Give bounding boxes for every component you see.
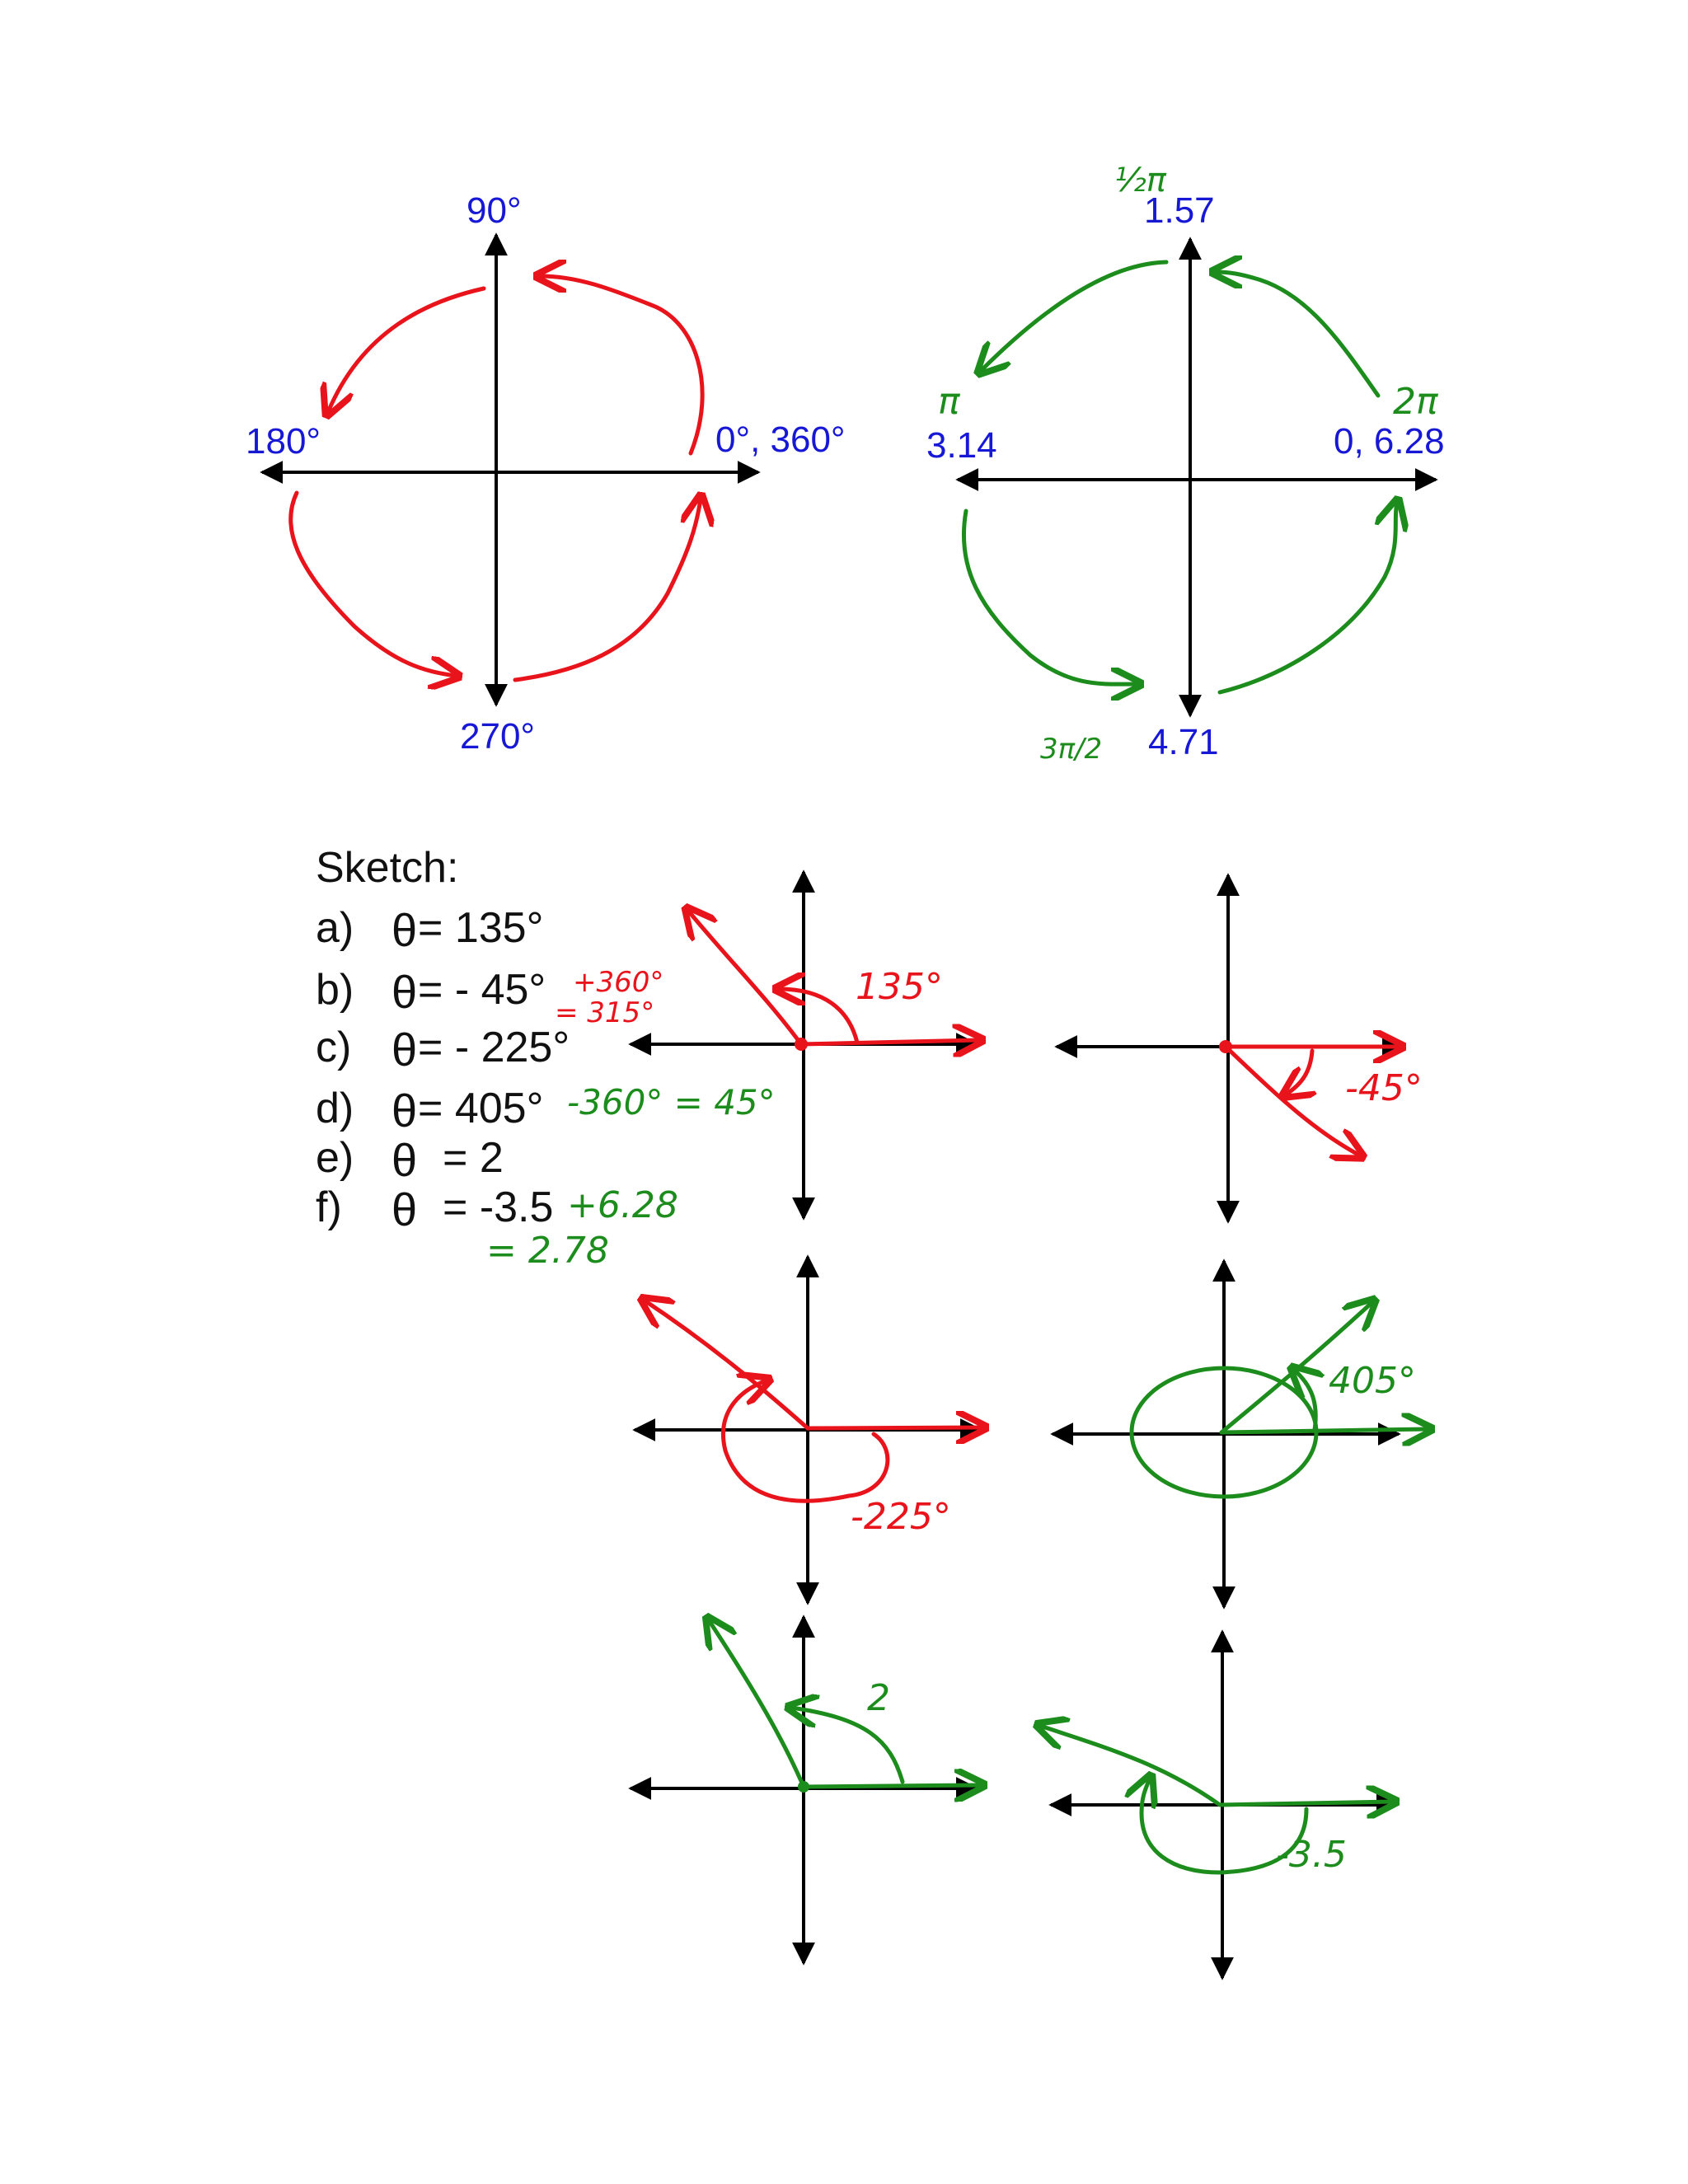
- vertex-dot: [798, 1781, 809, 1793]
- label-4-71: 4.71: [1148, 722, 1219, 762]
- angle-label: -45°: [1345, 1067, 1423, 1109]
- radians-diagram: ½π 1.57 π 3.14 2π 0, 6.28 3π/2 4.71: [926, 162, 1445, 766]
- rotation-arc: [720, 1380, 890, 1503]
- label-0-6-28: 0, 6.28: [1334, 421, 1445, 462]
- handwritten-note-result: = 2.78: [486, 1230, 609, 1272]
- arc-q1-arrow: [1216, 272, 1381, 398]
- handwritten-note: -360° = 45°: [567, 1082, 776, 1122]
- angle-label: 405°: [1329, 1360, 1416, 1402]
- handwritten-note: +6.28: [567, 1184, 678, 1226]
- item-letter: c): [316, 1024, 351, 1071]
- degrees-diagram: 90° 180° 0°, 360° 270°: [246, 190, 846, 757]
- initial-side-arrow: [1219, 1429, 1428, 1432]
- sketch-b: -45°: [1054, 873, 1423, 1224]
- initial-side-arrow: [801, 1785, 981, 1787]
- item-expression: = - 45°: [418, 966, 546, 1014]
- item-letter: b): [316, 966, 354, 1014]
- theta-symbol: θ: [392, 1134, 417, 1186]
- item-expression: = 2: [443, 1134, 504, 1182]
- rotation-arc: [1142, 1779, 1309, 1875]
- arc-q2-arrow: [981, 260, 1169, 371]
- theta-symbol: θ: [392, 904, 417, 956]
- label-3pi-over-2: 3π/2: [1040, 733, 1102, 766]
- handwritten-note-result: = 315°: [555, 996, 654, 1029]
- initial-side-arrow: [799, 1040, 979, 1044]
- terminal-side-arrow: [709, 1620, 806, 1789]
- arc-q4-arrow: [513, 499, 701, 682]
- arc-q4-arrow: [1217, 503, 1397, 695]
- sketch-f: -3.5: [1040, 1629, 1397, 1980]
- vertex-dot: [795, 1038, 808, 1051]
- item-expression: = 405°: [418, 1085, 543, 1132]
- sketch-d: 405°: [1050, 1258, 1428, 1610]
- theta-symbol: θ: [392, 1024, 417, 1076]
- terminal-side-arrow: [1223, 1044, 1360, 1155]
- angle-label: -3.5: [1276, 1834, 1347, 1876]
- label-270: 270°: [460, 716, 535, 757]
- theta-symbol: θ: [392, 1183, 417, 1235]
- item-letter: e): [316, 1134, 354, 1182]
- arc-q1-arrow: [540, 276, 705, 456]
- item-expression: = -3.5: [443, 1183, 553, 1231]
- arc-q3-arrow: [961, 509, 1137, 684]
- angle-label: 2: [867, 1677, 890, 1719]
- label-0-360: 0°, 360°: [715, 419, 846, 460]
- vertex-dot: [1219, 1040, 1232, 1053]
- exercise-item-c: c) θ = - 225°: [316, 1024, 570, 1076]
- exercise-item-b: b) θ = - 45° +360° = 315°: [316, 966, 663, 1029]
- rotation-arc: [791, 1708, 905, 1784]
- sketch-c: -225°: [632, 1254, 982, 1605]
- terminal-side-arrow: [645, 1301, 810, 1431]
- theta-symbol: θ: [392, 966, 417, 1018]
- item-letter: d): [316, 1085, 354, 1132]
- handwritten-note: +360°: [573, 966, 663, 999]
- initial-side-arrow: [1217, 1802, 1393, 1805]
- initial-side-arrow: [805, 1427, 982, 1428]
- item-letter: f): [316, 1183, 342, 1231]
- label-90: 90°: [467, 190, 522, 231]
- label-180: 180°: [246, 421, 321, 462]
- label-1-57: 1.57: [1144, 190, 1215, 231]
- label-3-14: 3.14: [926, 425, 997, 466]
- exercise-item-e: e) θ = 2: [316, 1134, 504, 1186]
- label-half-pi: ½π: [1114, 162, 1167, 199]
- item-expression: = - 225°: [418, 1024, 570, 1071]
- exercise-list: Sketch: a) θ = 135° b) θ = - 45° +360° =…: [316, 844, 776, 1272]
- theta-symbol: θ: [392, 1085, 417, 1137]
- arc-q2-arrow: [328, 286, 486, 412]
- label-pi: π: [938, 381, 961, 423]
- item-expression: = 135°: [418, 904, 543, 952]
- terminal-side-arrow: [1040, 1726, 1222, 1807]
- terminal-side-arrow: [688, 911, 804, 1047]
- exercise-item-a: a) θ = 135°: [316, 904, 543, 956]
- exercise-heading: Sketch:: [316, 844, 458, 892]
- rotation-arc: [1294, 1370, 1315, 1432]
- full-rotation-loop: [1129, 1366, 1319, 1499]
- exercise-item-f: f) θ = -3.5 +6.28 = 2.78: [316, 1183, 678, 1272]
- arc-q3-arrow: [288, 490, 456, 676]
- sketch-e: 2: [628, 1617, 981, 1966]
- exercise-item-d: d) θ = 405° -360° = 45°: [316, 1082, 776, 1137]
- rotation-arc: [779, 989, 860, 1045]
- rotation-arc: [1286, 1048, 1312, 1094]
- label-2pi: 2π: [1393, 381, 1439, 423]
- item-letter: a): [316, 904, 354, 952]
- sketch-a: 135°: [628, 869, 979, 1221]
- angle-label: -225°: [851, 1496, 951, 1538]
- angle-label: 135°: [856, 966, 943, 1008]
